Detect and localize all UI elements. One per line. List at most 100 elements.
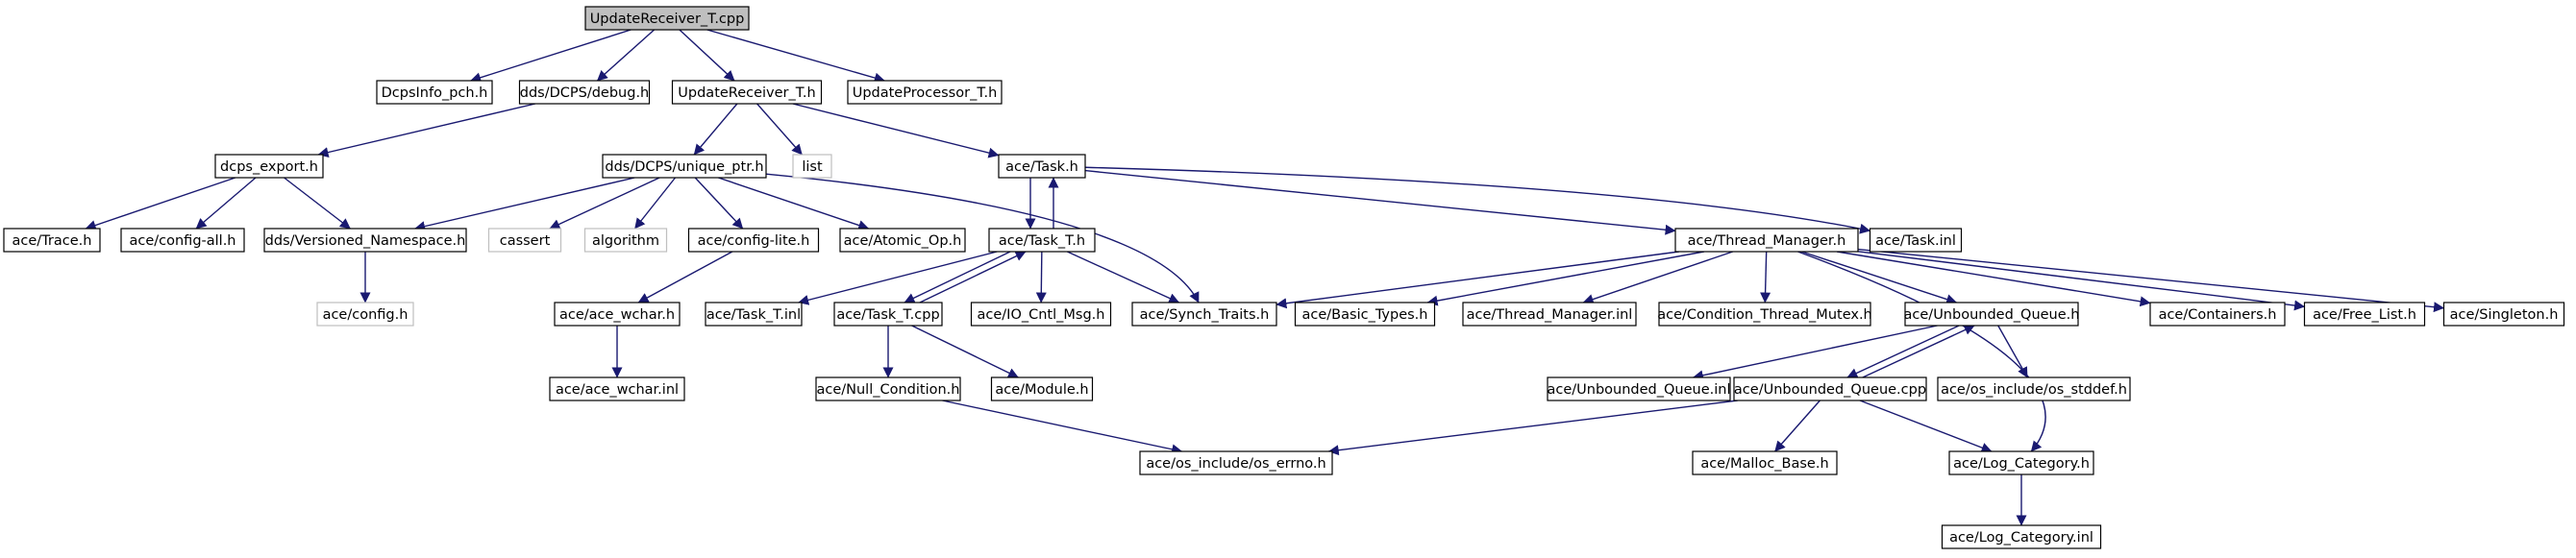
graph-node-ace-condition-thread-mutex-h[interactable]: ace/Condition_Thread_Mutex.h [1657, 302, 1872, 327]
graph-node-list[interactable]: list [792, 154, 832, 179]
graph-node-ace-unbounded-queue-cpp[interactable]: ace/Unbounded_Queue.cpp [1733, 376, 1927, 401]
node-box [1941, 524, 2102, 549]
graph-node-updatereceiver-t-cpp[interactable]: UpdateReceiver_T.cpp [584, 6, 750, 31]
graph-node-ace-task-t-cpp[interactable]: ace/Task_T.cpp [833, 302, 943, 327]
node-box [487, 228, 562, 253]
graph-node-ace-os-include-os-errno-h[interactable]: ace/os_include/os_errno.h [1139, 450, 1333, 475]
node-box [214, 154, 324, 179]
node-box [839, 228, 966, 253]
node-box [988, 228, 1096, 253]
node-box [602, 154, 767, 179]
node-label: dds/DCPS/debug.h [520, 85, 650, 101]
graph-node-ace-trace-h[interactable]: ace/Trace.h [3, 228, 101, 253]
edge-updatereceiver-t-cpp-to-dds-dcps-debug-h [596, 29, 656, 82]
node-label: ace/Unbounded_Queue.cpp [1734, 382, 1926, 398]
node-box [1733, 376, 1927, 401]
graph-node-ace-task-t-inl[interactable]: ace/Task_T.inl [705, 302, 803, 327]
graph-node-ace-synch-traits-h[interactable]: ace/Synch_Traits.h [1131, 302, 1277, 327]
edge-ace-thread-manager-h-to-ace-log-category-h [1797, 251, 2046, 452]
edge-dds-dcps-unique-ptr-h-to-ace-atomic-op-h [718, 177, 870, 230]
graph-node-dds-versioned-namespace-h[interactable]: dds/Versioned_Namespace.h [263, 228, 467, 253]
graph-node-ace-task-h[interactable]: ace/Task.h [998, 154, 1086, 179]
graph-node-algorithm[interactable]: algorithm [583, 228, 668, 253]
graph-node-ace-singleton-h[interactable]: ace/Singleton.h [2442, 302, 2565, 327]
graph-node-ace-thread-manager-inl[interactable]: ace/Thread_Manager.inl [1462, 302, 1637, 327]
graph-node-ace-unbounded-queue-inl[interactable]: ace/Unbounded_Queue.inl [1547, 376, 1731, 401]
node-box [1948, 450, 2094, 475]
graph-node-updateprocessor-t-h[interactable]: UpdateProcessor_T.h [847, 80, 1003, 105]
node-box [120, 228, 245, 253]
graph-node-ace-io-cntl-msg-h[interactable]: ace/IO_Cntl_Msg.h [970, 302, 1112, 327]
node-label: ace/Task.inl [1875, 233, 1956, 249]
graph-node-ace-task-inl[interactable]: ace/Task.inl [1869, 228, 1963, 253]
edge-ace-config-lite-h-to-ace-ace-wchar-h [637, 251, 733, 303]
graph-node-ace-log-category-h[interactable]: ace/Log_Category.h [1948, 450, 2094, 475]
graph-node-ace-free-list-h[interactable]: ace/Free_List.h [2303, 302, 2426, 327]
graph-node-dds-dcps-debug-h[interactable]: dds/DCPS/debug.h [518, 80, 651, 105]
node-label: UpdateReceiver_T.h [678, 85, 815, 101]
graph-node-ace-malloc-base-h[interactable]: ace/Malloc_Base.h [1692, 450, 1838, 475]
node-box [2149, 302, 2286, 327]
edge-ace-thread-manager-h-to-ace-thread-manager-inl [1582, 251, 1734, 304]
node-box [2442, 302, 2565, 327]
node-label: ace/Thread_Manager.h [1688, 233, 1846, 249]
edge-updatereceiver-t-h-to-dds-dcps-unique-ptr-h [693, 103, 738, 156]
node-label: ace/Singleton.h [2450, 307, 2559, 323]
edge-ace-task-h-to-ace-task-inl [1084, 166, 1871, 234]
edge-ace-unbounded-queue-h-to-ace-unbounded-queue-cpp [1846, 325, 1960, 378]
edge-ace-null-condition-h-to-ace-os-include-os-errno-h [942, 400, 1183, 455]
node-box [554, 302, 681, 327]
node-label: ace/IO_Cntl_Msg.h [978, 307, 1105, 323]
edge-ace-task-t-cpp-to-ace-task-t-h [919, 251, 1027, 303]
node-box [518, 80, 651, 105]
graph-node-ace-thread-manager-h[interactable]: ace/Thread_Manager.h [1674, 228, 1859, 253]
edge-dds-dcps-unique-ptr-h-to-cassert [549, 177, 660, 230]
node-label: ace/Thread_Manager.inl [1467, 307, 1633, 323]
graph-node-dds-dcps-unique-ptr-h[interactable]: dds/DCPS/unique_ptr.h [602, 154, 767, 179]
graph-node-ace-config-all-h[interactable]: ace/config-all.h [120, 228, 245, 253]
node-box [584, 6, 750, 31]
edge-dds-dcps-unique-ptr-h-to-ace-config-lite-h [694, 177, 744, 230]
graph-node-ace-module-h[interactable]: ace/Module.h [990, 376, 1094, 401]
edge-ace-task-t-h-to-ace-task-t-cpp [904, 251, 1011, 303]
edge-updatereceiver-t-cpp-to-updatereceiver-t-h [679, 29, 735, 82]
edge-ace-thread-manager-h-to-ace-synch-traits-h [1276, 251, 1679, 309]
graph-node-ace-null-condition-h[interactable]: ace/Null_Condition.h [815, 376, 961, 401]
node-box [847, 80, 1003, 105]
node-box [998, 154, 1086, 179]
node-box [1692, 450, 1838, 475]
graph-node-ace-log-category-inl[interactable]: ace/Log_Category.inl [1941, 524, 2102, 549]
graph-node-ace-os-include-os-stddef-h[interactable]: ace/os_include/os_stddef.h [1937, 376, 2131, 401]
edge-ace-thread-manager-h-to-ace-unbounded-queue-h [1801, 251, 1958, 304]
edge-ace-task-t-h-to-ace-task-t-inl [798, 251, 998, 305]
graph-node-ace-unbounded-queue-h[interactable]: ace/Unbounded_Queue.h [1904, 302, 2080, 327]
graph-node-ace-ace-wchar-h[interactable]: ace/ace_wchar.h [554, 302, 681, 327]
graph-node-cassert[interactable]: cassert [487, 228, 562, 253]
node-label: ace/config-all.h [129, 233, 235, 249]
graph-node-dcpsinfo-pch-h[interactable]: DcpsInfo_pch.h [376, 80, 493, 105]
graph-node-ace-ace-wchar-inl[interactable]: ace/ace_wchar.inl [549, 376, 685, 401]
edge-updatereceiver-t-cpp-to-updateprocessor-t-h [706, 29, 885, 84]
node-label: UpdateProcessor_T.h [853, 85, 998, 101]
graph-node-ace-containers-h[interactable]: ace/Containers.h [2149, 302, 2286, 327]
node-box [1139, 450, 1333, 475]
node-label: ace/config-lite.h [698, 233, 810, 249]
graph-node-ace-config-h[interactable]: ace/config.h [316, 302, 414, 327]
node-label: ace/Log_Category.h [1953, 456, 2090, 472]
node-label: ace/Unbounded_Queue.inl [1548, 382, 1731, 398]
node-label: cassert [500, 233, 551, 249]
node-label: ace/Atomic_Op.h [844, 233, 962, 249]
node-box [1937, 376, 2131, 401]
graph-node-ace-basic-types-h[interactable]: ace/Basic_Types.h [1294, 302, 1436, 327]
graph-node-dcps-export-h[interactable]: dcps_export.h [214, 154, 324, 179]
edge-ace-unbounded-queue-cpp-to-ace-log-category-h [1859, 400, 1993, 453]
graph-node-ace-task-t-h[interactable]: ace/Task_T.h [988, 228, 1096, 253]
edge-dds-dcps-unique-ptr-h-to-algorithm [633, 177, 677, 230]
edges-layer [85, 29, 2445, 526]
graph-node-ace-config-lite-h[interactable]: ace/config-lite.h [687, 228, 820, 253]
node-box [1294, 302, 1436, 327]
graph-node-updatereceiver-t-h[interactable]: UpdateReceiver_T.h [671, 80, 823, 105]
graph-node-ace-atomic-op-h[interactable]: ace/Atomic_Op.h [839, 228, 966, 253]
node-label: ace/Synch_Traits.h [1140, 307, 1270, 323]
